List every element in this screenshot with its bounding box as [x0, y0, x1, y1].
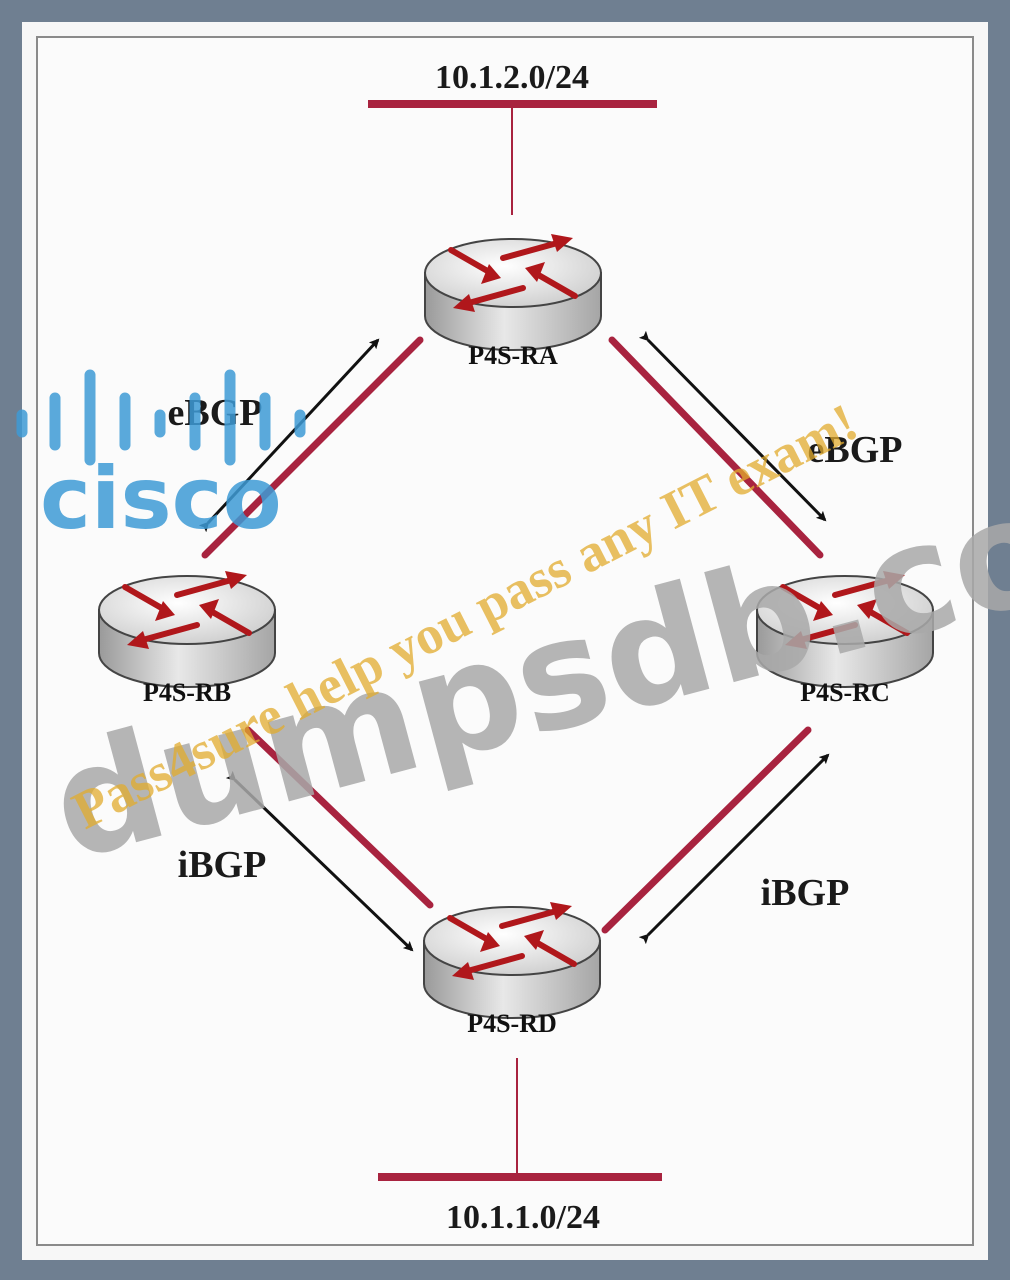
router-ra: P4S-RA: [425, 234, 601, 370]
network-bottom: 10.1.1.0/24: [378, 1058, 662, 1236]
session-label-rb-rd: iBGP: [178, 844, 267, 886]
network-top: 10.1.2.0/24: [368, 59, 657, 215]
arrow-rb-rd: [225, 770, 414, 952]
network-bottom-label: 10.1.1.0/24: [446, 1199, 600, 1236]
router-rc: P4S-RC: [757, 571, 933, 707]
session-arrows: [198, 330, 830, 952]
cisco-wordmark: cisco: [40, 449, 282, 549]
router-rd-label: P4S-RD: [467, 1009, 557, 1038]
router-rb: P4S-RB: [99, 571, 275, 707]
arrow-ra-rc: [638, 330, 827, 522]
router-rc-label: P4S-RC: [800, 678, 890, 707]
router-icon: [425, 234, 601, 350]
arrow-ra-rb: [198, 338, 380, 533]
router-ra-label: P4S-RA: [468, 341, 558, 370]
network-top-label: 10.1.2.0/24: [435, 59, 589, 96]
session-label-ra-rc: eBGP: [808, 429, 903, 471]
router-rb-label: P4S-RB: [143, 678, 231, 707]
session-label-rc-rd: iBGP: [761, 872, 850, 914]
router-icon: [424, 902, 600, 1018]
arrow-rc-rd: [638, 753, 830, 945]
router-rd: P4S-RD: [424, 902, 600, 1038]
cisco-logo-watermark: cisco: [16, 369, 306, 549]
session-label-ra-rb: eBGP: [168, 392, 263, 434]
